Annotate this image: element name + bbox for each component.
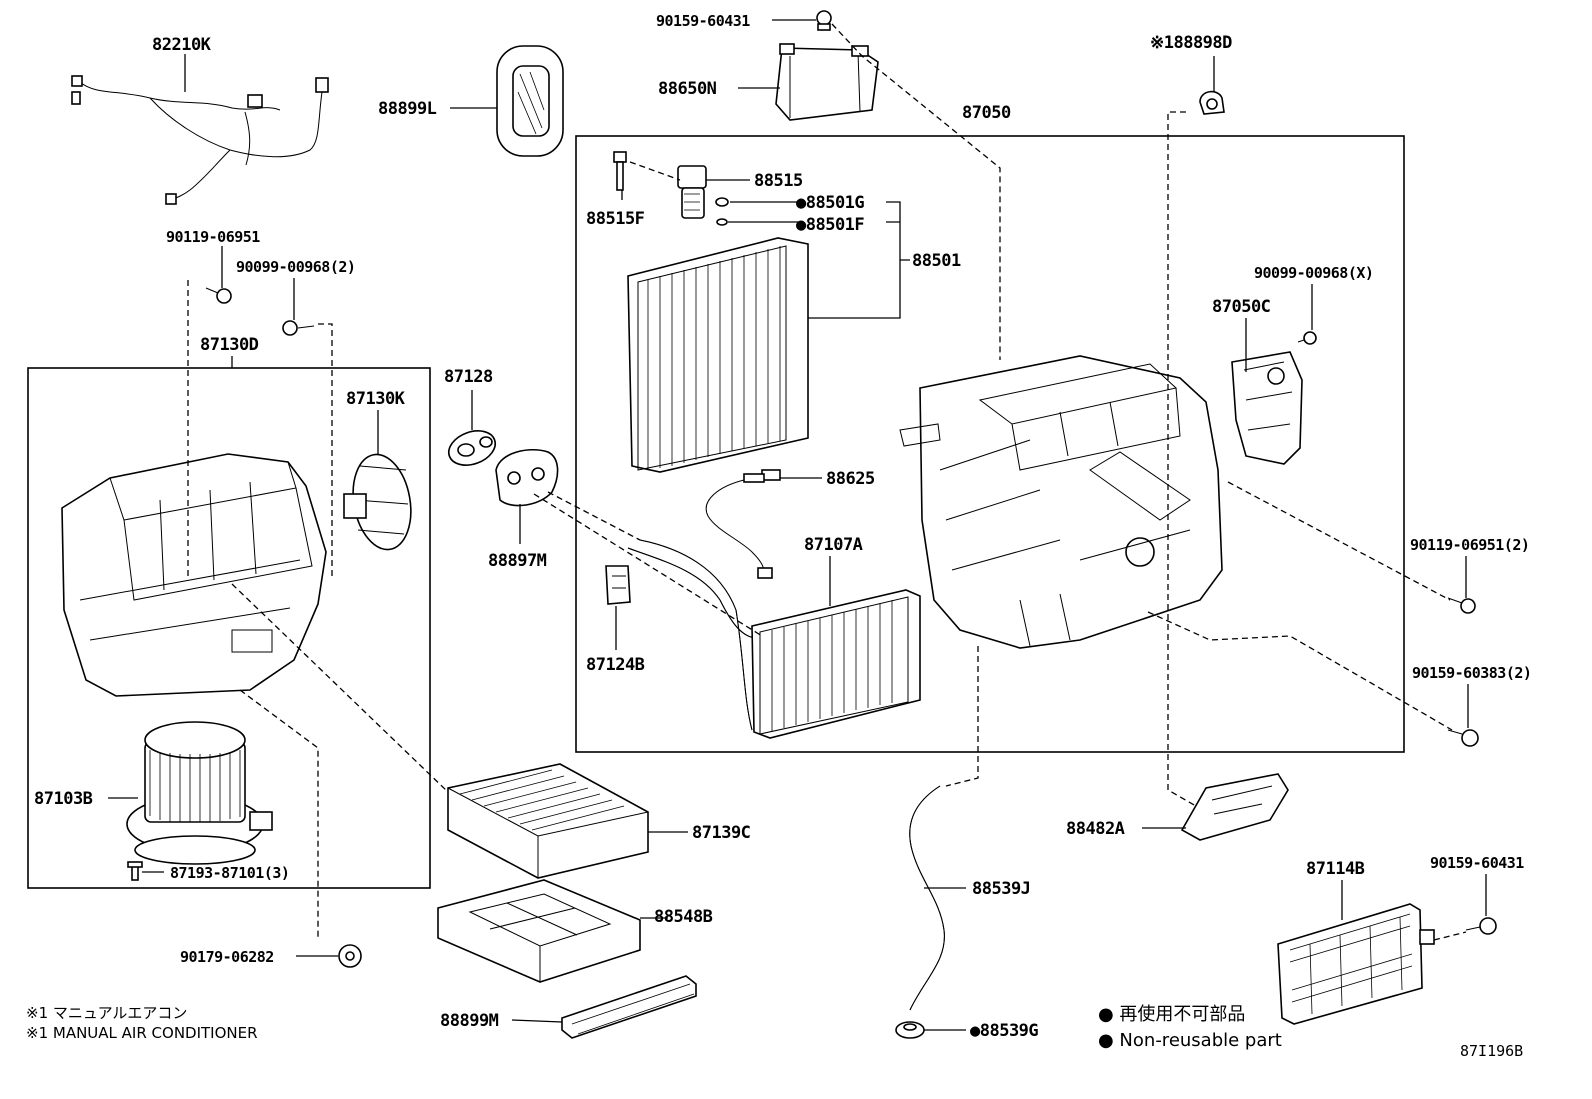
- label-90099-00968-X: 90099-00968(X): [1254, 264, 1373, 282]
- expansion-valve-88515: [677, 165, 707, 219]
- label-87050: 87050: [962, 103, 1011, 123]
- bracket-88482A: [1180, 773, 1289, 841]
- o-ring-88501F: [716, 218, 728, 226]
- screw-90099-00968-2: [282, 320, 315, 336]
- label-90159-60383-2: 90159-60383(2): [1412, 664, 1531, 682]
- label-90159-60431-top: 90159-60431: [656, 12, 750, 30]
- hvac-unit-87050: [899, 355, 1223, 649]
- ptc-heater-87114B: [1277, 903, 1435, 1025]
- drain-hose-88539J: [909, 785, 945, 1011]
- clip-87124B: [605, 565, 631, 605]
- label-88899M: 88899M: [440, 1011, 499, 1031]
- label-87107A: 87107A: [804, 535, 863, 555]
- label-88625: 88625: [826, 469, 875, 489]
- label-90119-06951: 90119-06951: [166, 228, 260, 246]
- grommet-88539G: [895, 1021, 925, 1039]
- label-87193-87101-3: 87193-87101(3): [170, 864, 289, 882]
- bolt-90159-60383-2: [1447, 729, 1479, 747]
- bolt-88515F: [613, 151, 627, 191]
- screw-90099-00968-X: [1297, 331, 1317, 345]
- label-87130K: 87130K: [346, 389, 406, 409]
- plate-88897M: [495, 448, 559, 507]
- label-88539G: ●88539G: [970, 1021, 1038, 1041]
- screw-87193-87101: [127, 861, 143, 881]
- damper-87130K: [343, 453, 412, 551]
- clip-188898D: [1199, 90, 1225, 115]
- label-88501G: ●88501G: [796, 193, 864, 213]
- grommet-87128: [447, 430, 497, 466]
- label-87050C: 87050C: [1212, 297, 1270, 317]
- diagram-code: 87I196B: [1460, 1042, 1523, 1060]
- label-88539J: 88539J: [972, 879, 1030, 899]
- filter-case-88548B: [437, 879, 641, 983]
- label-188898D: ※188898D: [1150, 33, 1232, 53]
- label-88897M: 88897M: [488, 551, 547, 571]
- clip-90179-06282: [338, 944, 362, 968]
- label-88482A: 88482A: [1066, 819, 1125, 839]
- legend-jp: ● 再使用不可部品: [1098, 1004, 1245, 1025]
- note-line-2: ※1 MANUAL AIR CONDITIONER: [26, 1024, 258, 1042]
- wire-harness-82210K: [71, 75, 329, 205]
- legend-en: ● Non-reusable part: [1098, 1030, 1282, 1051]
- label-88515: 88515: [754, 171, 803, 191]
- o-ring-88501G: [715, 197, 729, 207]
- dashed-guide-lines: [187, 23, 1467, 941]
- blower-motor-87103B: [126, 721, 273, 865]
- strip-88899M: [561, 975, 697, 1039]
- label-87124B: 87124B: [586, 655, 645, 675]
- panel-88899L: [496, 45, 564, 157]
- bolt-90159-60431-top: [816, 10, 832, 31]
- leader-lines: [108, 19, 1487, 1031]
- assembly-box-87050: [575, 135, 1405, 753]
- label-90099-00968-2: 90099-00968(2): [236, 258, 355, 276]
- label-88501: 88501: [912, 251, 961, 271]
- bolt-90159-60431-br: [1465, 917, 1497, 935]
- label-90119-06951-2: 90119-06951(2): [1410, 536, 1529, 554]
- label-88548B: 88548B: [654, 907, 713, 927]
- label-87114B: 87114B: [1306, 859, 1365, 879]
- servo-87050C: [1231, 351, 1303, 465]
- label-88650N: 88650N: [658, 79, 717, 99]
- label-82210K: 82210K: [152, 35, 212, 55]
- label-90159-60431-br: 90159-60431: [1430, 854, 1524, 872]
- label-88899L: 88899L: [378, 99, 437, 119]
- label-87130D: 87130D: [200, 335, 259, 355]
- bolt-90119-06951-2: [1447, 597, 1476, 614]
- air-filter-87139C: [447, 763, 649, 879]
- label-87139C: 87139C: [692, 823, 750, 843]
- sensor-88625: [705, 469, 781, 579]
- part-labels: 82210K 88899L 90159-60431 88650N ※188898…: [34, 12, 1532, 1041]
- label-88515F: 88515F: [586, 209, 645, 229]
- note-line-1: ※1 マニュアルエアコン: [26, 1004, 187, 1022]
- evaporator-88501: [627, 237, 809, 473]
- label-87128: 87128: [444, 367, 493, 387]
- label-87103B: 87103B: [34, 789, 93, 809]
- module-88650N: [775, 43, 879, 121]
- blower-case-87130D: [61, 453, 327, 697]
- assembly-box-87130D: [27, 367, 431, 889]
- label-90179-06282: 90179-06282: [180, 948, 274, 966]
- screw-90119-06951: [205, 287, 232, 304]
- label-88501F: ●88501F: [796, 215, 864, 235]
- heater-core-87107A: [627, 539, 921, 739]
